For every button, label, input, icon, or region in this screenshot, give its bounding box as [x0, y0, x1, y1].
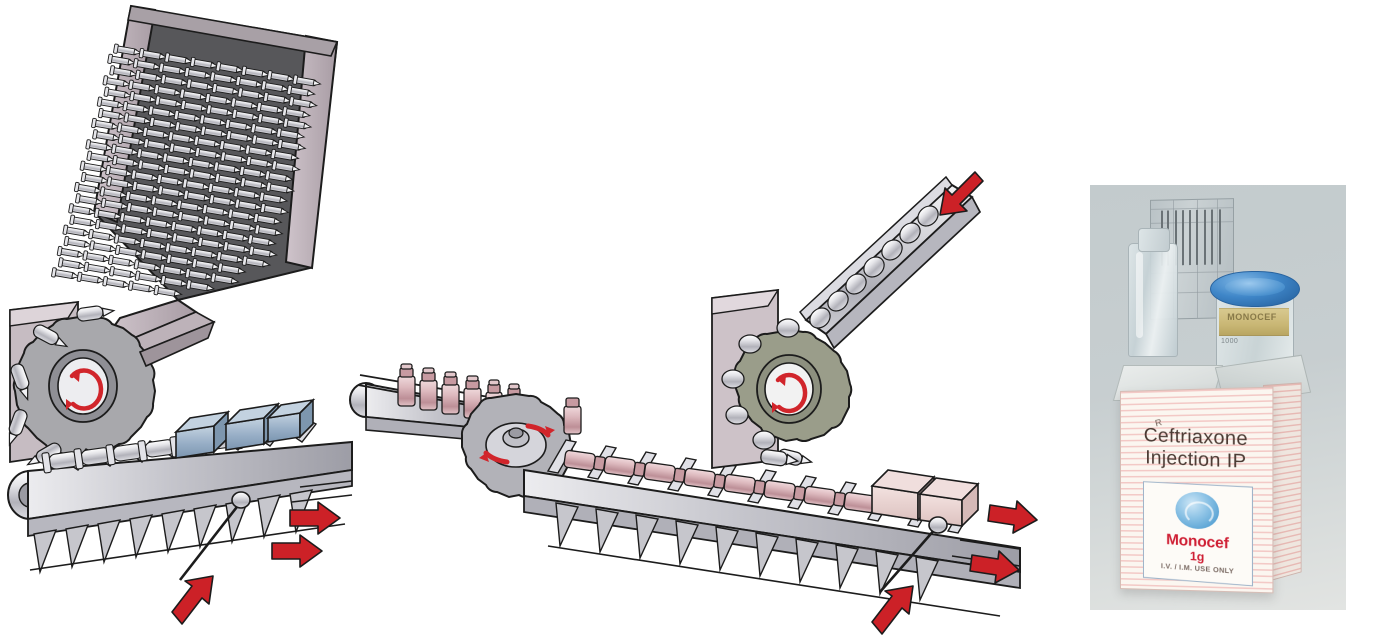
carton-front-panel: R Ceftriaxone Injection IP Monocef 1g I.…	[1120, 386, 1274, 594]
brand-panel: Monocef 1g I.V. / I.M. USE ONLY	[1142, 481, 1254, 587]
ampoule-neck	[1138, 228, 1170, 252]
starwheel-left-station	[8, 300, 216, 466]
product-carton: R Ceftriaxone Injection IP Monocef 1g I.…	[1108, 354, 1316, 595]
ampoule-water-for-injection	[1128, 228, 1178, 357]
vial-lot-text: 1000	[1221, 338, 1239, 345]
starwheel-right-station	[711, 171, 984, 470]
drug-name-line2: Injection IP	[1145, 447, 1247, 473]
arrow-outfeed-left-2	[271, 534, 323, 568]
arrow-infeed-top-right	[939, 171, 984, 216]
cartons-pink	[870, 469, 980, 528]
ampoule-highlight	[1136, 252, 1143, 338]
vial-label-band	[1219, 308, 1289, 336]
arrow-outfeed-right-1	[987, 500, 1038, 534]
rotation-arrow-right	[775, 372, 808, 414]
vial-band-text: MONOCEF	[1227, 312, 1277, 322]
conveyor-main-station	[523, 439, 1021, 617]
product-photo: MONOCEF 1000 R Ceftriaxone Injection IP …	[1090, 185, 1346, 610]
packaging-line-diagram	[7, 4, 1038, 635]
brand-logo-icon	[1175, 490, 1220, 531]
cap-inner-disc	[1225, 278, 1285, 296]
starwheel-center-station	[460, 392, 582, 499]
arrow-infeed-right-bottom	[871, 585, 914, 635]
rotation-arrow-left	[69, 368, 104, 411]
hopper-station	[50, 4, 339, 354]
chute-right	[798, 175, 982, 350]
rotation-arrow-center	[479, 423, 555, 465]
arrow-outfeed-right-2	[969, 550, 1020, 584]
arrow-outfeed-left-1	[289, 501, 341, 535]
vial-flip-off-cap	[1210, 271, 1300, 307]
cartons-blue	[173, 398, 316, 459]
arrow-infeed-left-bottom	[171, 575, 214, 625]
